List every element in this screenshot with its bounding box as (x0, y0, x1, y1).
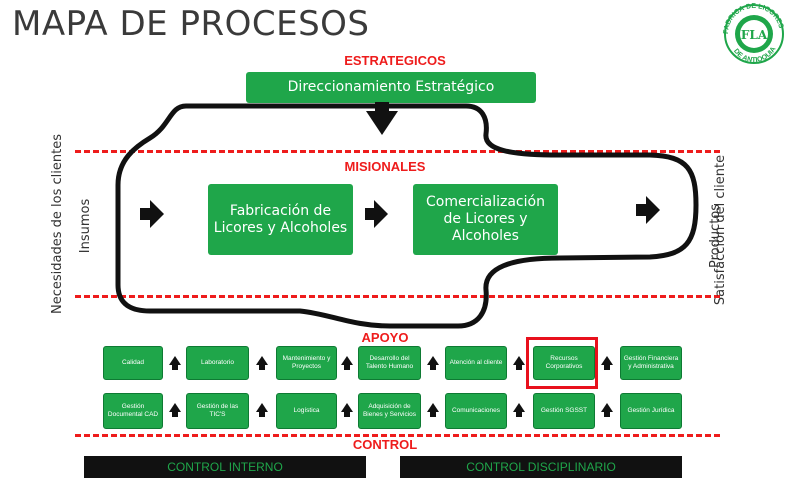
section-control-label: CONTROL (352, 437, 418, 452)
support-process-box: Comunicaciones (445, 393, 507, 429)
control-box: CONTROL DISCIPLINARIO (400, 456, 682, 478)
highlight-frame (526, 337, 598, 389)
support-process-box: Gestión Financiera y Administrativa (620, 346, 682, 380)
left-outer-label: Necesidades de los clientes (50, 134, 65, 314)
missional-process-box: Fabricación de Licores y Alcoholes (208, 184, 353, 255)
fla-logo-icon: FABRICA DE LICORES DE ANTIOQUIA FLA (723, 3, 784, 64)
right-inner-label: Productos (708, 203, 723, 269)
arrow-right-icon (365, 200, 388, 228)
missional-process-box: Comercialización de Licores y Alcoholes (413, 184, 558, 255)
divider-strategic (75, 150, 720, 153)
strategic-process-box: Direccionamiento Estratégico (246, 72, 536, 103)
svg-text:FLA: FLA (741, 28, 768, 42)
support-process-box: Gestión Jurídica (620, 393, 682, 429)
support-process-box: Gestión Documental CAD (103, 393, 163, 429)
support-process-box: Adquisición de Bienes y Servicios (358, 393, 421, 429)
page-title: MAPA DE PROCESOS (12, 4, 370, 44)
support-process-box: Laboratorio (186, 346, 249, 380)
control-box: CONTROL INTERNO (84, 456, 366, 478)
arrow-right-icon (140, 200, 164, 228)
section-missional-label: MISIONALES (344, 159, 426, 174)
support-process-box: Logística (276, 393, 337, 429)
support-process-box: Atención al cliente (445, 346, 507, 380)
divider-support (75, 295, 720, 298)
arrow-right-icon (636, 196, 660, 224)
divider-control (75, 434, 720, 437)
support-process-box: Desarrollo del Talento Humano (358, 346, 421, 380)
support-process-box: Mantenimiento y Proyectos (276, 346, 337, 380)
support-process-box: Calidad (103, 346, 163, 380)
support-process-box: Gestión SGSST (533, 393, 595, 429)
left-inner-label: Insumos (78, 198, 93, 254)
support-process-box: Recursos Corporativos (533, 346, 595, 380)
support-process-box: Gestión de las TIC'S (186, 393, 249, 429)
section-support-label: APOYO (361, 330, 409, 345)
section-strategic-label: ESTRATEGICOS (344, 53, 446, 68)
